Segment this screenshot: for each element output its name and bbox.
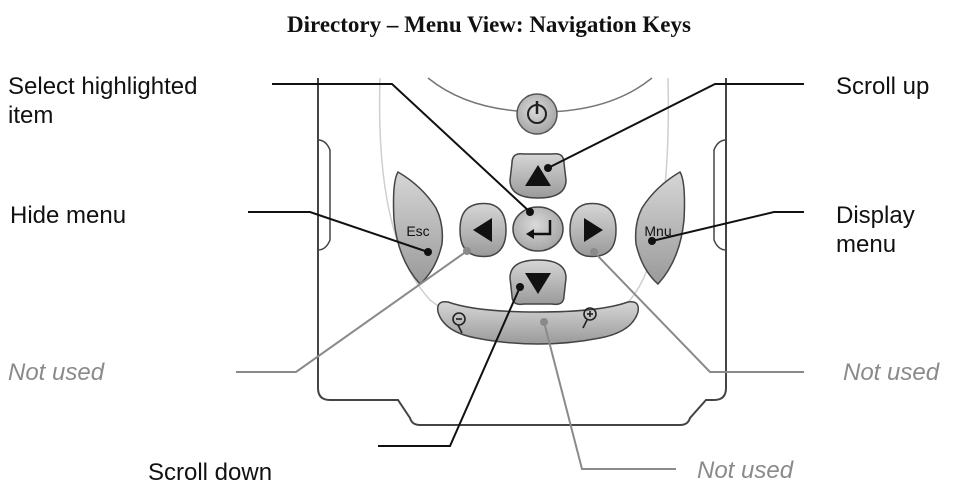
callout-not-used-bottom: Not used: [697, 457, 794, 484]
leader-not-used-bottom: [543, 321, 676, 470]
esc-key-label: Esc: [406, 223, 429, 239]
leader-display-menu: [651, 211, 804, 242]
leader-scroll-down: [378, 286, 521, 447]
esc-key: [392, 170, 444, 286]
left-arrow-key: [459, 202, 507, 258]
zoom-out-icon: [452, 312, 466, 334]
callout-hide-menu: Hide menu: [10, 202, 127, 229]
diagram-title: Directory – Menu View: Navigation Keys: [287, 12, 691, 37]
enter-key: [512, 206, 564, 252]
callout-not-used-right: Not used: [843, 359, 940, 386]
mnu-key-label: Mnu: [644, 223, 671, 239]
leader-not-used-left: [236, 250, 468, 373]
power-button: [516, 93, 558, 135]
callout-not-used-left: Not used: [8, 359, 105, 386]
zoom-bar-key: [436, 300, 640, 345]
callout-display-menu: Display menu: [836, 202, 915, 258]
callout-select: Select highlighted item: [8, 73, 198, 129]
leader-scroll-up: [547, 83, 804, 169]
up-arrow-key: [509, 152, 567, 199]
down-arrow-key: [509, 259, 567, 306]
callout-scroll-up: Scroll up: [836, 73, 930, 100]
right-arrow-key: [569, 202, 617, 258]
callout-scroll-down: Scroll down: [148, 459, 273, 486]
device-side-notch-right: [713, 139, 727, 251]
leader-select: [272, 83, 531, 213]
leader-hide-menu: [248, 211, 429, 253]
device-body-outline: [317, 78, 727, 426]
leader-not-used-right: [593, 251, 804, 373]
device-side-notch-left: [317, 139, 331, 251]
mnu-key: [634, 170, 686, 286]
zoom-in-icon: [582, 307, 597, 329]
